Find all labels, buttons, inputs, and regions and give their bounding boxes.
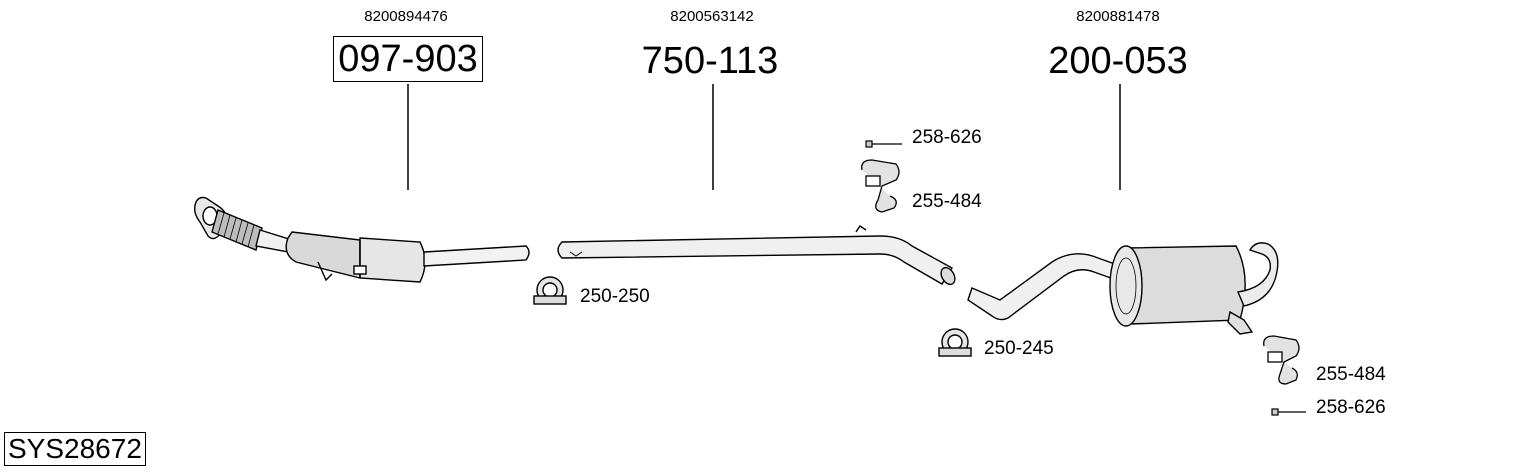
part-1-number: 097-903 — [298, 36, 518, 82]
system-code: SYS28672 — [4, 432, 146, 467]
bolt-bottom-drawing — [1271, 408, 1306, 416]
bolt-top-label: 258-626 — [912, 127, 982, 148]
rear-silencer-drawing — [967, 242, 1279, 335]
hanger-bottom-drawing — [1263, 335, 1300, 385]
part-3-number: 200-053 — [1048, 40, 1188, 82]
hanger-top-label: 255-484 — [912, 191, 982, 212]
part-2-number: 750-113 — [641, 40, 779, 82]
hanger-top-drawing — [861, 159, 900, 213]
clamp-left-label: 250-250 — [580, 286, 650, 307]
clamp-right-label: 250-245 — [984, 338, 1054, 359]
bolt-top-drawing — [865, 140, 902, 148]
clamp-right-drawing — [938, 328, 972, 357]
part-1-number-box: 097-903 — [333, 36, 483, 82]
clamp-left-drawing — [533, 276, 567, 305]
hanger-bottom-label: 255-484 — [1316, 364, 1386, 385]
part-1-oem-number: 8200894476 — [364, 8, 448, 25]
part-2-oem-number: 8200563142 — [670, 8, 754, 25]
catalytic-converter-drawing — [193, 196, 530, 283]
bolt-bottom-label: 258-626 — [1316, 397, 1386, 418]
intermediate-pipe-drawing — [557, 225, 956, 286]
part-3-oem-number: 8200881478 — [1076, 8, 1160, 25]
